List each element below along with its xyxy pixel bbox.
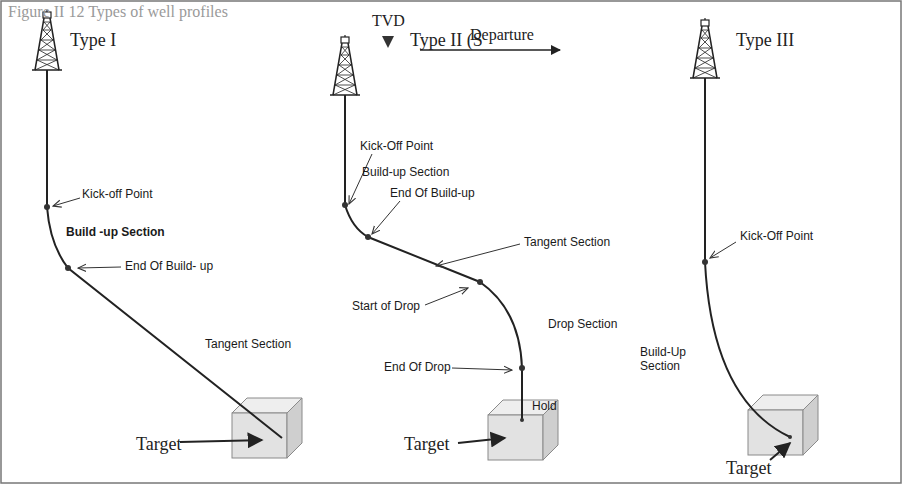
section-label: Build -up Section: [66, 226, 165, 240]
profile-type: Type II (S: [410, 30, 483, 51]
point-label: Start of Drop: [352, 300, 420, 314]
section-label: Build-Up Section: [640, 346, 702, 374]
profile-type: Type I: [70, 30, 116, 51]
section-label: Tangent Section: [524, 236, 610, 250]
profile-type: Type III: [736, 30, 794, 51]
target-label: Target: [136, 434, 181, 455]
section-label: Drop Section: [548, 318, 617, 332]
point-label: Kick-off Point: [82, 188, 152, 202]
section-label: Tangent Section: [205, 338, 291, 352]
figure-title: Figure II 12 Types of well profiles: [8, 3, 228, 21]
target-label: Target: [726, 458, 771, 479]
section-label: Hold: [532, 400, 557, 414]
point-label: End Of Drop: [384, 361, 451, 375]
axis-label: TVD: [372, 12, 405, 30]
point-label: Kick-Off Point: [740, 230, 813, 244]
point-label: End Of Build- up: [125, 260, 213, 274]
target-label: Target: [404, 434, 449, 455]
point-label: End Of Build-up: [390, 187, 475, 201]
section-label: Build-up Section: [362, 166, 449, 180]
point-label: Kick-Off Point: [360, 140, 433, 154]
